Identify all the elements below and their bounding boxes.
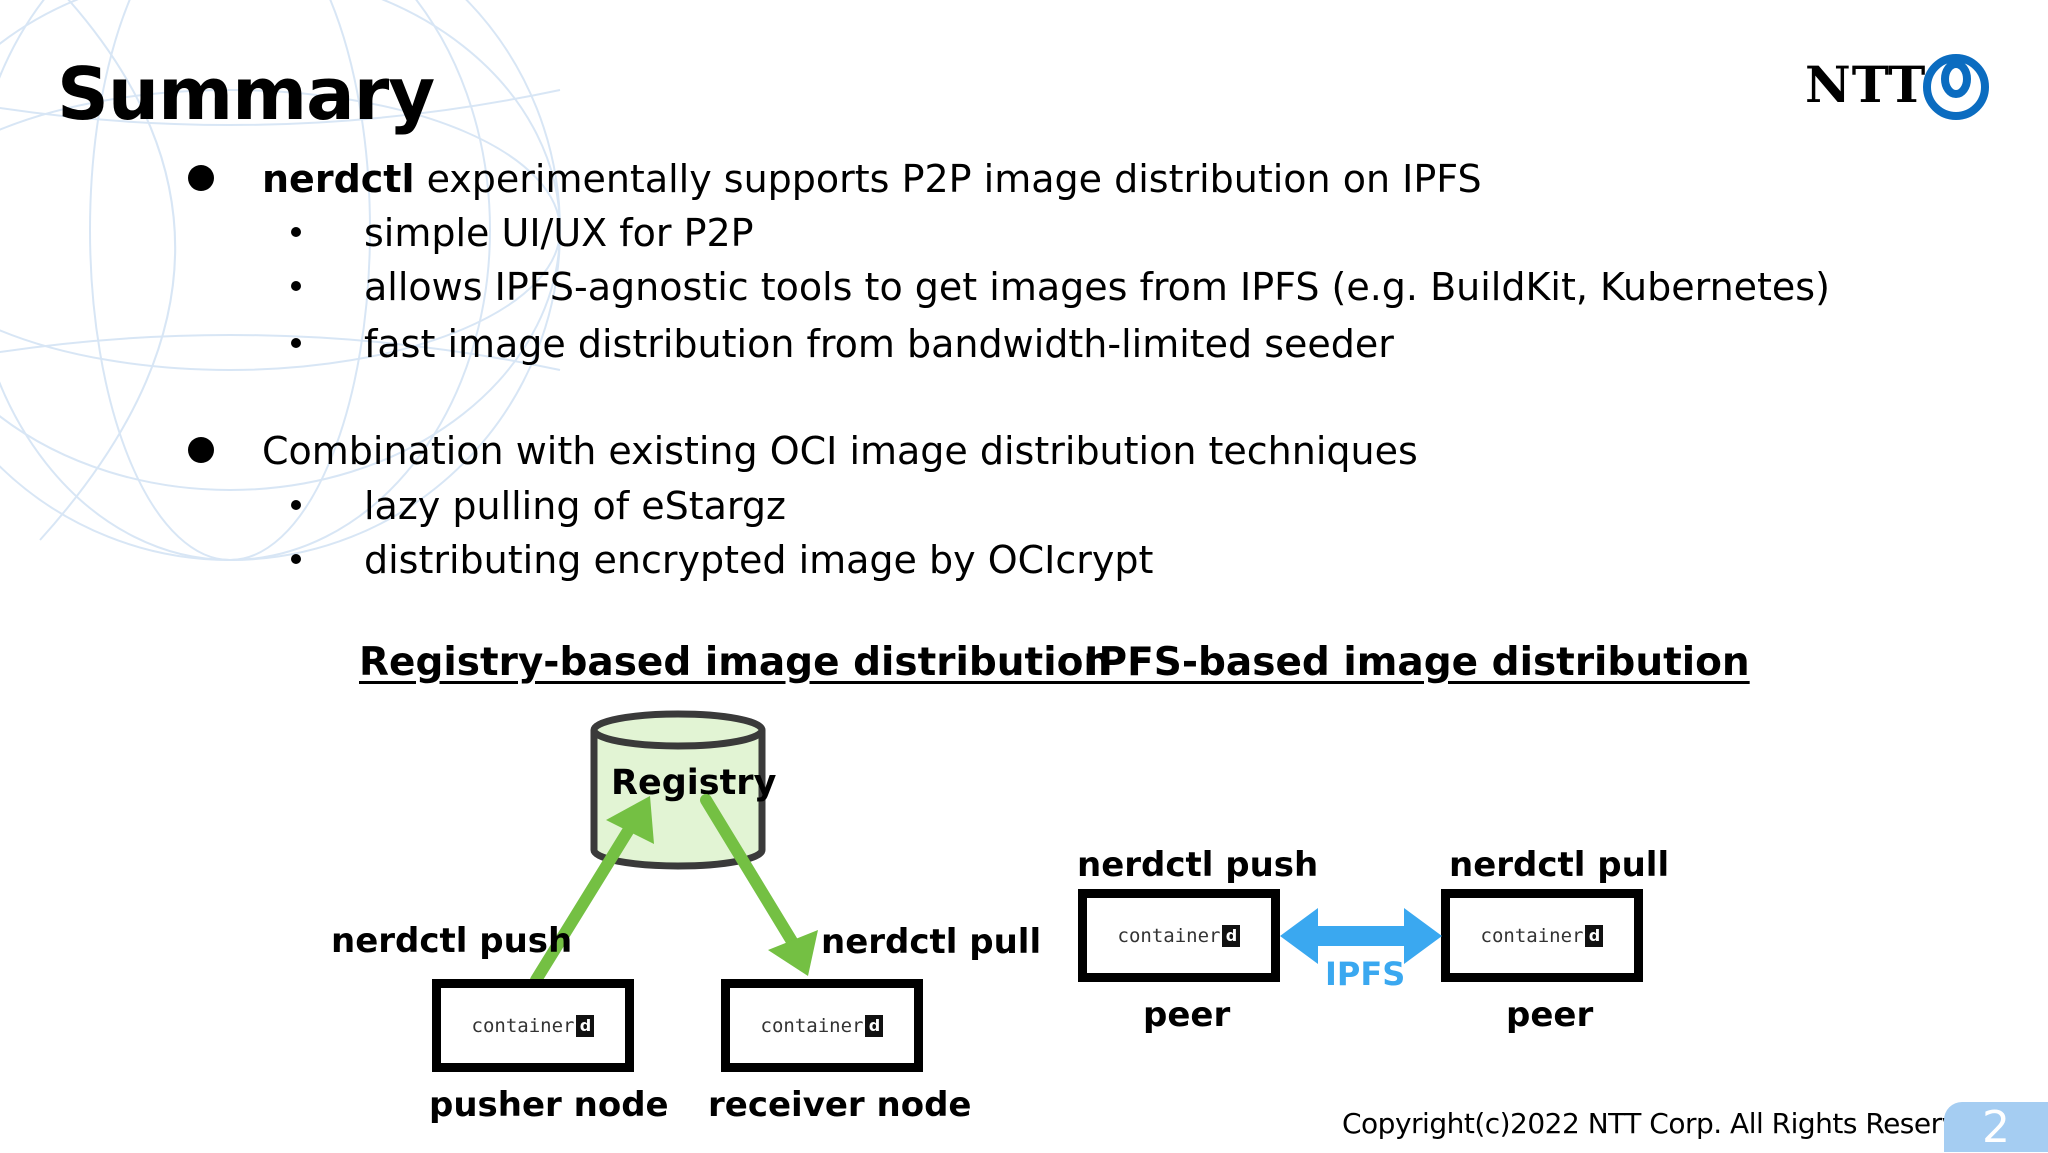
sub-bullet-dot (291, 281, 301, 291)
bullet-1: nerdctl experimentally supports P2P imag… (262, 160, 1482, 198)
bullet-dot (188, 165, 214, 191)
sub-bullet-dot (291, 554, 301, 564)
ntt-logo-icon (1923, 54, 1989, 120)
bullet-1-bold: nerdctl (262, 157, 415, 201)
containerd-badge: d (576, 1014, 595, 1037)
ipfs-label: IPFS (1325, 955, 1406, 993)
registry-label: Registry (611, 763, 777, 803)
bullet-1-text: experimentally supports P2P image distri… (414, 157, 1482, 201)
containerd-badge: d (1222, 924, 1241, 947)
peer-left-label: peer (1143, 995, 1231, 1035)
containerd-badge: d (1585, 924, 1604, 947)
sub-bullet-dot (291, 227, 301, 237)
registry-diagram-heading: Registry-based image distribution (359, 640, 1112, 685)
bullet-1-sub-2: allows IPFS-agnostic tools to get images… (364, 265, 1830, 309)
peer-right-label: peer (1506, 995, 1594, 1035)
ipfs-pull-label: nerdctl pull (1449, 845, 1670, 885)
bullet-1-sub-1: simple UI/UX for P2P (364, 211, 754, 255)
slide-title: Summary (57, 52, 435, 136)
bullet-2: Combination with existing OCI image dist… (262, 432, 1418, 470)
containerd-text: container (471, 1014, 575, 1037)
registry-arrows (530, 794, 818, 986)
registry-pull-label: nerdctl pull (821, 922, 1042, 962)
sub-bullet-dot (291, 338, 301, 348)
globe-background (0, 0, 561, 561)
bullet-2-text: Combination with existing OCI image dist… (262, 429, 1418, 473)
registry-push-label: nerdctl push (331, 921, 573, 961)
pusher-node-label: pusher node (429, 1085, 669, 1125)
ipfs-diagram-heading: IPFS-based image distribution (1084, 640, 1750, 685)
copyright-text: Copyright(c)2022 NTT Corp. All Rights Re… (1342, 1107, 2001, 1140)
containerd-text: container (1480, 924, 1584, 947)
pull-arrowhead (768, 930, 818, 976)
ipfs-push-label: nerdctl push (1077, 845, 1319, 885)
containerd-text: container (760, 1014, 864, 1037)
ntt-logo-text: NTT (1805, 55, 1927, 114)
containerd-badge: d (865, 1014, 884, 1037)
receiver-node-label: receiver node (708, 1085, 972, 1125)
bullet-2-sub-1: lazy pulling of eStargz (364, 484, 786, 528)
page-number: 2 (1944, 1102, 2048, 1153)
sub-bullet-dot (291, 500, 301, 510)
bullet-2-sub-2: distributing encrypted image by OCIcrypt (364, 538, 1154, 582)
containerd-text: container (1117, 924, 1221, 947)
bullet-dot (188, 437, 214, 463)
ipfs-double-arrow-icon (1280, 908, 1442, 964)
push-arrowhead (606, 796, 654, 844)
bullet-1-sub-3: fast image distribution from bandwidth-l… (364, 322, 1394, 366)
